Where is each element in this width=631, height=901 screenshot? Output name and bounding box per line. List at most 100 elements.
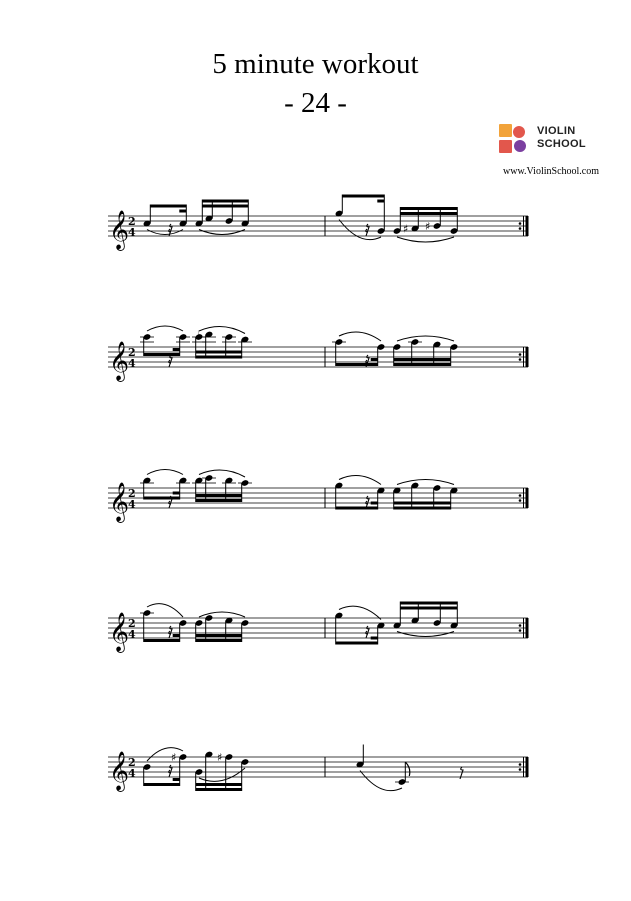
note-beam-secondary — [195, 494, 242, 497]
time-signature-bottom: 4 — [128, 628, 136, 641]
notehead — [335, 612, 343, 619]
note-beam — [335, 363, 378, 366]
notehead — [225, 334, 233, 340]
notehead — [195, 334, 203, 340]
notehead — [450, 622, 458, 629]
notehead — [143, 220, 151, 227]
notehead — [225, 218, 233, 224]
note-beam — [393, 506, 451, 510]
violin-school-logo-icon — [499, 124, 526, 153]
note-beam-secondary — [172, 634, 180, 637]
notehead — [411, 339, 419, 345]
time-signature-top: 2 — [128, 487, 136, 500]
time-signature-top: 2 — [128, 346, 136, 359]
notehead — [241, 759, 249, 765]
repeat-dot — [518, 499, 522, 502]
slur — [359, 770, 403, 792]
note-beam-secondary — [393, 358, 451, 361]
slur — [146, 747, 184, 762]
note-beam-secondary — [195, 350, 242, 354]
notehead — [377, 622, 385, 629]
staff-system: 𝄞24 — [108, 469, 529, 523]
repeat-dot — [518, 629, 522, 632]
notehead — [179, 220, 187, 227]
eighth-rest-icon — [459, 766, 464, 780]
slur — [396, 236, 455, 243]
treble-clef-icon: 𝄞 — [109, 612, 129, 653]
note-beam-secondary — [393, 501, 451, 505]
note-beam-secondary — [195, 634, 242, 637]
slur — [338, 475, 382, 485]
notehead — [225, 617, 233, 624]
notehead — [377, 228, 385, 234]
slur — [198, 611, 246, 618]
note-beam-secondary — [377, 199, 385, 203]
staff-system: 𝄞24♯♯ — [108, 194, 529, 251]
treble-clef-icon: 𝄞 — [109, 482, 129, 523]
barline-thick — [525, 618, 529, 638]
website-url[interactable]: www.ViolinSchool.com — [503, 166, 599, 177]
note-beam — [400, 207, 458, 210]
note-beam — [195, 788, 242, 791]
notehead — [205, 751, 213, 758]
notehead — [393, 344, 401, 350]
notehead — [179, 620, 187, 626]
notehead — [179, 334, 187, 340]
note-beam — [342, 194, 385, 198]
time-signature-bottom: 4 — [128, 767, 136, 780]
sixteenth-rest-icon — [365, 495, 370, 509]
notehead — [450, 487, 458, 494]
notehead — [205, 475, 213, 481]
staff-system: 𝄞24♯♯ — [108, 744, 529, 792]
sixteenth-rest-icon — [365, 625, 370, 639]
barline-thick — [525, 488, 529, 508]
notehead — [393, 622, 401, 629]
time-signature-top: 2 — [128, 617, 136, 630]
notehead — [195, 220, 203, 227]
treble-clef-icon: 𝄞 — [109, 210, 129, 251]
slur — [146, 469, 184, 475]
slur — [396, 479, 455, 485]
slur — [198, 767, 246, 782]
barline-thick — [525, 216, 529, 236]
repeat-dot — [518, 494, 522, 497]
notehead — [225, 477, 233, 484]
slur — [338, 219, 382, 241]
notehead — [205, 331, 213, 338]
note-beam-secondary — [370, 636, 378, 640]
slur — [198, 326, 246, 334]
notehead — [433, 341, 441, 348]
exercise-number: - 24 - — [284, 87, 347, 119]
slur — [396, 335, 455, 342]
note-beam-secondary — [195, 783, 242, 786]
time-signature-top: 2 — [128, 215, 136, 228]
notehead — [433, 620, 441, 626]
notehead — [195, 477, 203, 484]
notehead — [143, 477, 151, 484]
notehead — [205, 215, 213, 222]
repeat-dot — [518, 227, 522, 230]
repeat-dot — [518, 222, 522, 225]
note-beam — [202, 199, 249, 203]
notehead — [450, 228, 458, 234]
notehead — [241, 620, 249, 626]
sixteenth-rest-icon — [365, 354, 370, 368]
treble-clef-icon: 𝄞 — [109, 341, 129, 382]
slur — [146, 603, 184, 618]
notehead — [241, 336, 249, 343]
repeat-dot — [518, 353, 522, 356]
sixteenth-rest-icon — [168, 223, 173, 237]
sharp-icon: ♯ — [171, 751, 176, 764]
notehead — [179, 754, 187, 760]
note-beam — [195, 639, 242, 642]
slur — [338, 605, 382, 620]
notehead — [411, 617, 419, 624]
note-beam — [143, 639, 180, 642]
notehead — [398, 779, 406, 785]
sharp-icon: ♯ — [217, 751, 222, 764]
note-beam-secondary — [400, 212, 458, 215]
barline-thick — [525, 757, 529, 777]
time-signature-bottom: 4 — [128, 226, 136, 239]
note-beam — [143, 783, 180, 786]
